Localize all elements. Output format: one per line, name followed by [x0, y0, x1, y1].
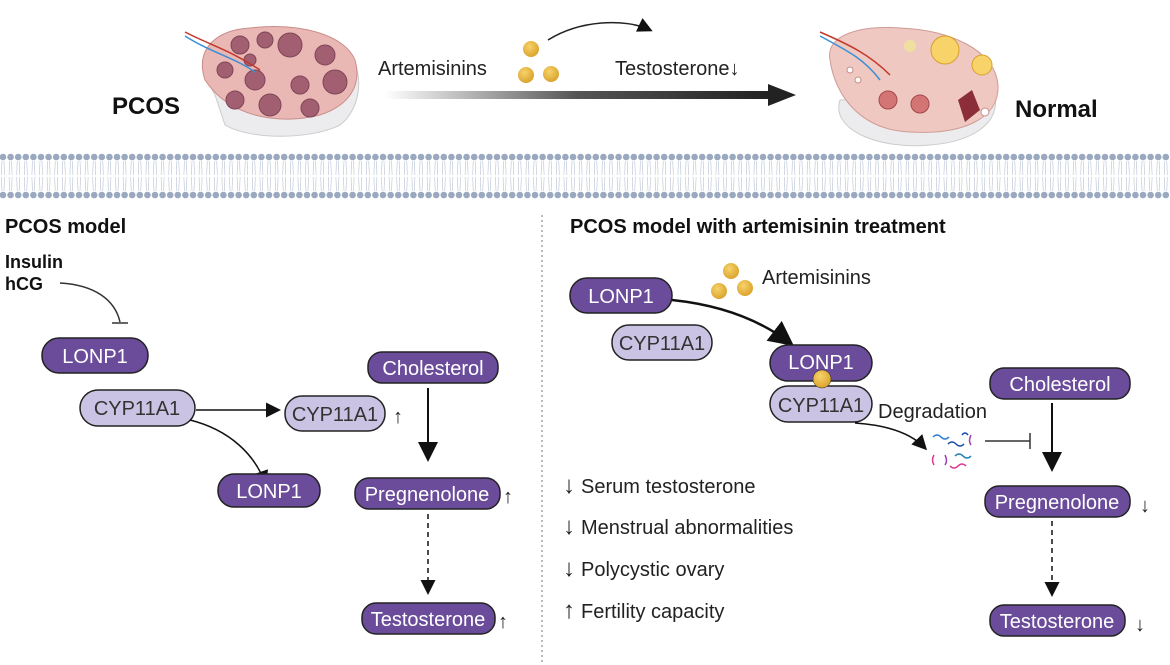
svg-text:↓: ↓	[1140, 495, 1150, 517]
pcos-ovary-illustration	[184, 26, 360, 137]
effect-label: Testosterone↓	[615, 58, 740, 80]
cyp11a1-protein: CYP11A1	[79, 389, 196, 427]
right-panel-title: PCOS model with artemisinin treatment	[570, 216, 946, 238]
lonp1-cyp11a1-complex: LONP1 CYP11A1	[769, 344, 873, 423]
pcos-label: PCOS	[112, 93, 180, 120]
svg-text:LONP1: LONP1	[788, 352, 854, 374]
svg-text:LONP1: LONP1	[62, 346, 128, 368]
normal-label: Normal	[1015, 96, 1098, 123]
artemisinin-molecules-icon	[518, 41, 559, 83]
drug-label: Artemisinins	[378, 58, 487, 80]
cell-membrane	[0, 153, 1170, 199]
svg-text:CYP11A1: CYP11A1	[94, 398, 180, 420]
outcome-item: ↓Menstrual abnormalities	[563, 513, 793, 540]
drug-label: Artemisinins	[762, 267, 871, 289]
stimulus-insulin: Insulin	[5, 252, 63, 272]
pregnenolone-node: Pregnenolone ↓	[984, 485, 1150, 518]
pregnenolone-node: Pregnenolone ↑	[354, 477, 513, 510]
degraded-peptides-icon	[931, 432, 972, 469]
svg-text:Cholesterol: Cholesterol	[382, 358, 483, 380]
outcome-list: ↓Serum testosterone ↓Menstrual abnormali…	[563, 472, 793, 624]
cholesterol-node: Cholesterol	[367, 351, 499, 384]
svg-text:↑: ↑	[393, 406, 403, 428]
svg-text:Pregnenolone: Pregnenolone	[365, 484, 490, 506]
cyp11a1-protein: CYP11A1	[611, 324, 713, 361]
treatment-arrow	[385, 84, 796, 106]
arrow	[671, 298, 794, 347]
left-panel-title: PCOS model	[5, 216, 126, 238]
lonp1-protein: LONP1	[41, 337, 149, 374]
arrow	[854, 422, 928, 451]
cyp11a1-upregulated: CYP11A1 ↑	[284, 395, 403, 432]
svg-text:CYP11A1: CYP11A1	[292, 404, 378, 426]
degradation-label: Degradation	[878, 401, 987, 423]
inhibition-arrow	[985, 433, 1031, 449]
cholesterol-node: Cholesterol	[989, 367, 1131, 400]
svg-text:CYP11A1: CYP11A1	[778, 395, 864, 417]
inhibition-arrow	[59, 282, 128, 324]
curved-arrow	[547, 18, 653, 41]
testosterone-node: Testosterone ↓	[989, 604, 1145, 637]
lonp1-released: LONP1	[217, 473, 321, 508]
svg-text:↑: ↑	[498, 611, 508, 633]
testosterone-node: Testosterone ↑	[361, 602, 508, 635]
svg-text:Pregnenolone: Pregnenolone	[995, 492, 1120, 514]
svg-text:Testosterone: Testosterone	[371, 609, 486, 631]
svg-text:CYP11A1: CYP11A1	[619, 333, 705, 355]
svg-text:Cholesterol: Cholesterol	[1009, 374, 1110, 396]
outcome-item: ↑Fertility capacity	[563, 597, 724, 624]
svg-text:↑: ↑	[503, 486, 513, 508]
svg-text:Testosterone: Testosterone	[1000, 611, 1115, 633]
normal-ovary-illustration	[819, 27, 999, 147]
svg-text:↓: ↓	[1135, 614, 1145, 636]
svg-text:LONP1: LONP1	[588, 286, 654, 308]
outcome-item: ↓Polycystic ovary	[563, 555, 724, 582]
outcome-item: ↓Serum testosterone	[563, 472, 756, 499]
svg-text:LONP1: LONP1	[236, 481, 302, 503]
stimulus-hcg: hCG	[5, 274, 43, 294]
lonp1-protein: LONP1	[569, 277, 673, 314]
artemisinin-molecules-icon	[711, 263, 753, 299]
